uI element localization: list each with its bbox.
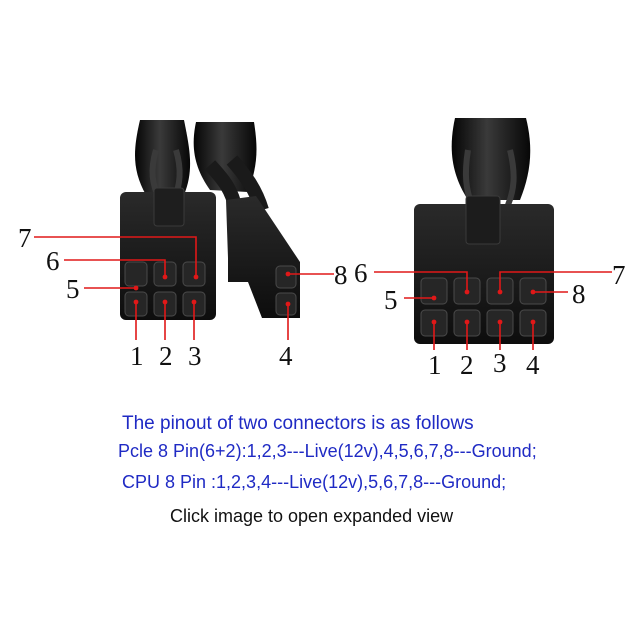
callout-lines	[374, 271, 612, 350]
expand-view-hint[interactable]: Click image to open expanded view	[170, 506, 454, 526]
left-pin-label: 5	[66, 274, 80, 304]
cable	[135, 120, 191, 195]
right-pin-label: 2	[460, 350, 474, 380]
pcie-pinout-line: Pcle 8 Pin(6+2):1,2,3---Live(12v),4,5,6,…	[118, 441, 537, 461]
pinout-title: The pinout of two connectors is as follo…	[122, 413, 474, 434]
left-pin-label: 7	[18, 223, 32, 253]
left-pin-label: 6	[46, 246, 60, 276]
left-pin-label: 8	[334, 260, 348, 290]
left-pin-label: 2	[159, 341, 173, 371]
right-pin-label: 4	[526, 350, 540, 380]
right-pin-label: 5	[384, 285, 398, 315]
connector-housing	[120, 192, 216, 320]
cpu-connector: 1 2 3 4 5 6 7 8	[354, 118, 626, 380]
right-pin-label: 3	[493, 348, 507, 378]
pcie-connector: 1 2 3 4 5 6 7 8	[18, 120, 348, 371]
right-pin-label: 7	[612, 260, 626, 290]
right-pin-label: 1	[428, 350, 442, 380]
connector-housing	[414, 204, 554, 344]
cable	[451, 118, 531, 200]
callout-lines	[34, 236, 334, 340]
left-pin-label: 3	[188, 341, 202, 371]
right-pin-label: 6	[354, 258, 368, 288]
cpu-pinout-line: CPU 8 Pin :1,2,3,4---Live(12v),5,6,7,8--…	[122, 472, 507, 492]
right-pin-label: 8	[572, 279, 586, 309]
left-pin-label: 4	[279, 341, 293, 371]
left-pin-label: 1	[130, 341, 144, 371]
